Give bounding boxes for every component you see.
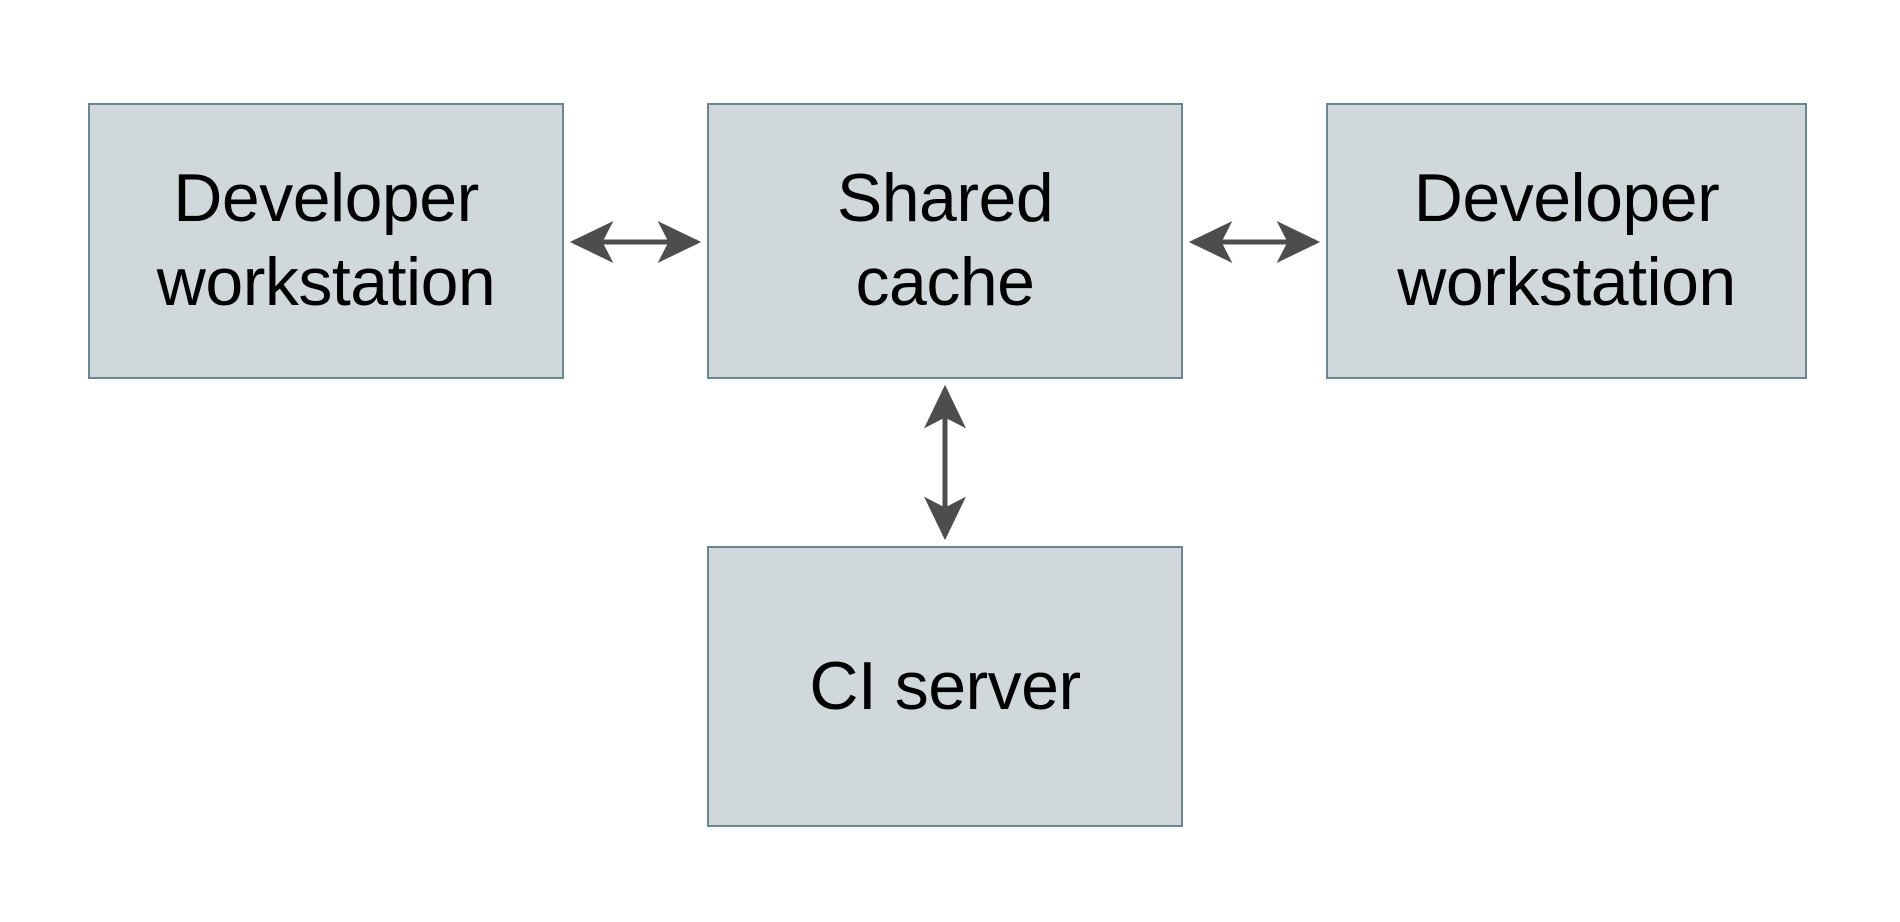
node-label: Shared cache [836,160,1054,320]
node-shared-cache[interactable]: Shared cache [707,103,1183,379]
node-ci-server[interactable]: CI server [707,546,1183,827]
node-developer-workstation-right[interactable]: Developer workstation [1326,103,1807,379]
node-label: CI server [809,647,1081,724]
node-label: Developer workstation [156,160,496,320]
node-label: Developer workstation [1397,160,1736,320]
node-developer-workstation-left[interactable]: Developer workstation [88,103,564,379]
